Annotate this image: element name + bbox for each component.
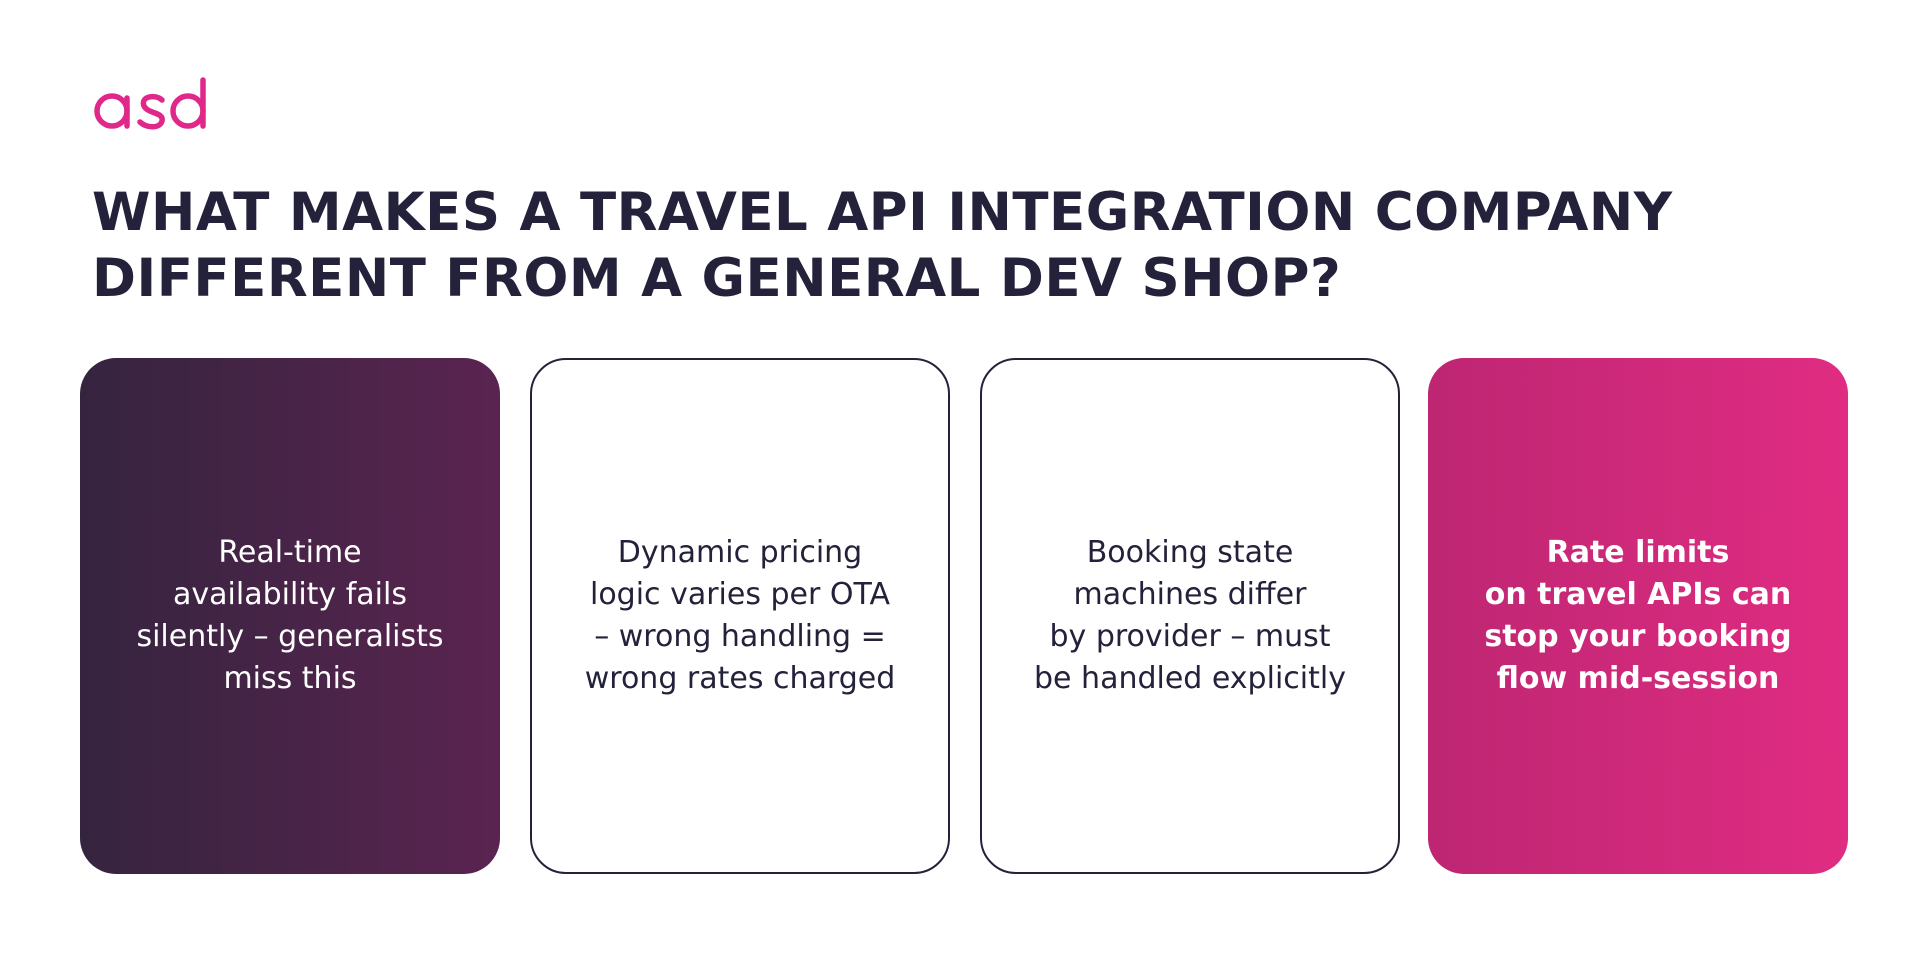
card-text: Real-time availability fails silently – … bbox=[136, 535, 444, 696]
card-text: Rate limits on travel APIs can stop your… bbox=[1484, 535, 1792, 696]
card-dynamic-pricing: Dynamic pricing logic varies per OTA – w… bbox=[530, 358, 950, 874]
brand-logo: asd bbox=[92, 76, 216, 138]
logo-text: asd bbox=[92, 138, 93, 139]
card-text: Booking state machines differ by provide… bbox=[1034, 535, 1346, 696]
card-realtime-availability: Real-time availability fails silently – … bbox=[80, 358, 500, 874]
cards-row: Real-time availability fails silently – … bbox=[80, 358, 1848, 874]
page-title: WHAT MAKES A TRAVEL API INTEGRATION COMP… bbox=[92, 180, 1792, 312]
page-title-line-1: WHAT MAKES A TRAVEL API INTEGRATION COMP… bbox=[92, 182, 1673, 243]
card-booking-state-machines: Booking state machines differ by provide… bbox=[980, 358, 1400, 874]
card-rate-limits: Rate limits on travel APIs can stop your… bbox=[1428, 358, 1848, 874]
page-title-line-2: DIFFERENT FROM A GENERAL DEV SHOP? bbox=[92, 248, 1342, 309]
card-text: Dynamic pricing logic varies per OTA – w… bbox=[584, 535, 896, 696]
logo-icon bbox=[94, 77, 206, 130]
